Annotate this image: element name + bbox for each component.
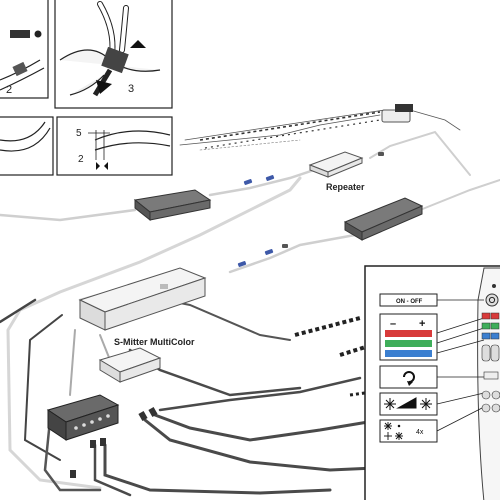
strip-controller-top — [381, 104, 413, 123]
plus-label: + — [419, 318, 425, 330]
inset-connector-step-b: 3 — [54, 0, 173, 109]
green-bar — [385, 340, 432, 347]
plugs — [70, 407, 158, 478]
callout-step-2: 2 — [6, 84, 12, 96]
inset-dimensions: 5 2 — [56, 116, 173, 176]
distributor-dark — [46, 394, 120, 441]
brightness-icon — [384, 397, 432, 410]
inset-cable-bend — [0, 116, 54, 176]
minus-label: – — [390, 318, 396, 330]
led-driver-right — [343, 197, 424, 241]
callout-step-3: 3 — [128, 83, 134, 95]
inset-connector-step-a: 2 — [0, 0, 49, 99]
blue-connectors — [237, 152, 384, 267]
dim-label-5: 5 — [76, 128, 82, 139]
repeater-label: Repeater — [326, 182, 365, 192]
power-icon — [488, 296, 496, 304]
remote-panel: ON - OFF – + — [364, 265, 500, 500]
rotate-icon — [403, 371, 415, 383]
dim-label-2: 2 — [78, 154, 84, 165]
multiplier-label: 4x — [416, 429, 424, 436]
distributor-white — [98, 347, 162, 383]
sparkle-icon — [384, 422, 403, 440]
s-mitter-label: S-Mitter MultiColor — [114, 337, 195, 347]
on-off-label: ON - OFF — [396, 299, 423, 305]
red-bar — [385, 330, 432, 337]
repeater-device — [308, 151, 364, 178]
led-driver-left — [133, 189, 212, 222]
blue-bar — [385, 350, 432, 357]
power-button — [485, 293, 499, 307]
s-mitter-device — [78, 267, 207, 331]
